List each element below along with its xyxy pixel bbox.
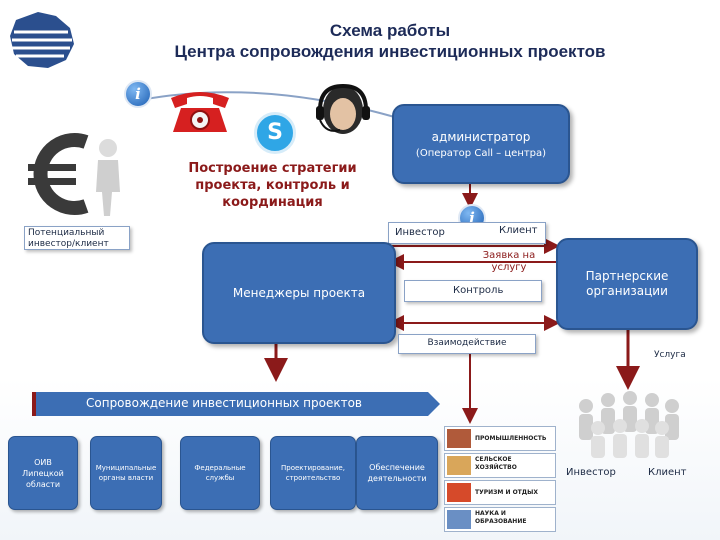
support-box-label: Проектирование, строительство [281, 464, 345, 482]
page-title: Схема работы Центра сопровождения инвест… [110, 20, 670, 62]
region-logo [8, 10, 78, 72]
info-icon: i [124, 80, 152, 108]
skype-icon: S [254, 112, 296, 154]
industry-row: СЕЛЬСКОЕ ХОЗЯЙСТВО [444, 453, 556, 478]
admin-box: администратор (Оператор Call – центра) [392, 104, 570, 184]
request-label: Заявка на услугу [482, 250, 536, 273]
bottom-investor-label: Инвестор [566, 467, 616, 478]
support-banner-label: Сопровождение инвестиционных проектов [86, 396, 362, 410]
support-box-construction: Проектирование, строительство [270, 436, 356, 510]
industry-label: НАУКА И ОБРАЗОВАНИЕ [475, 510, 527, 525]
support-box-label: Обеспечение деятельности [367, 463, 427, 483]
industry-row: ПРОМЫШЛЕННОСТЬ [444, 426, 556, 451]
control-box: Контроль [404, 280, 542, 302]
industry-label: СЕЛЬСКОЕ ХОЗЯЙСТВО [475, 456, 517, 471]
admin-subtitle: (Оператор Call – центра) [415, 147, 547, 159]
people-group-icon [566, 386, 692, 460]
managers-label: Менеджеры проекта [232, 286, 366, 300]
industry-label: ТУРИЗМ И ОТДЫХ [475, 489, 538, 496]
investor-client-box: Инвестор Клиент [388, 222, 546, 244]
industry-row: ТУРИЗМ И ОТДЫХ [444, 480, 556, 505]
support-box-municipal: Муниципальные органы власти [90, 436, 162, 510]
interaction-label: Взаимодействие [427, 338, 507, 348]
title-line-2: Центра сопровождения инвестиционных прое… [174, 42, 606, 61]
support-box-operations: Обеспечение деятельности [356, 436, 438, 510]
strategy-text: Построение стратегии проекта, контроль и… [188, 161, 357, 210]
euro-investor-icon [24, 120, 130, 228]
title-line-1: Схема работы [329, 21, 451, 40]
support-banner: Сопровождение инвестиционных проектов [32, 392, 440, 416]
service-label: Услуга [654, 350, 686, 360]
industry-row: НАУКА И ОБРАЗОВАНИЕ [444, 507, 556, 532]
phone-icon [165, 84, 235, 140]
control-label: Контроль [453, 285, 504, 296]
client-flow-label: Клиент [499, 225, 538, 236]
bottom-client-label: Клиент [648, 467, 687, 478]
support-box-label: Муниципальные органы власти [95, 464, 157, 482]
support-box-oiv: ОИВ Липецкой области [8, 436, 78, 510]
managers-box: Менеджеры проекта [202, 242, 396, 344]
support-box-label: Федеральные службы [194, 464, 246, 482]
partners-label: Партнерские организации [585, 269, 669, 298]
potential-investor-label: Потенциальный инвестор/клиент [24, 226, 130, 250]
headset-operator-icon [308, 80, 378, 142]
industry-label: ПРОМЫШЛЕННОСТЬ [475, 435, 547, 442]
partners-box: Партнерские организации [556, 238, 698, 330]
support-box-federal: Федеральные службы [180, 436, 260, 510]
investor-flow-label: Инвестор [395, 227, 445, 238]
support-box-label: ОИВ Липецкой области [22, 457, 64, 489]
admin-title: администратор [431, 129, 531, 144]
interaction-box: Взаимодействие [398, 334, 536, 354]
